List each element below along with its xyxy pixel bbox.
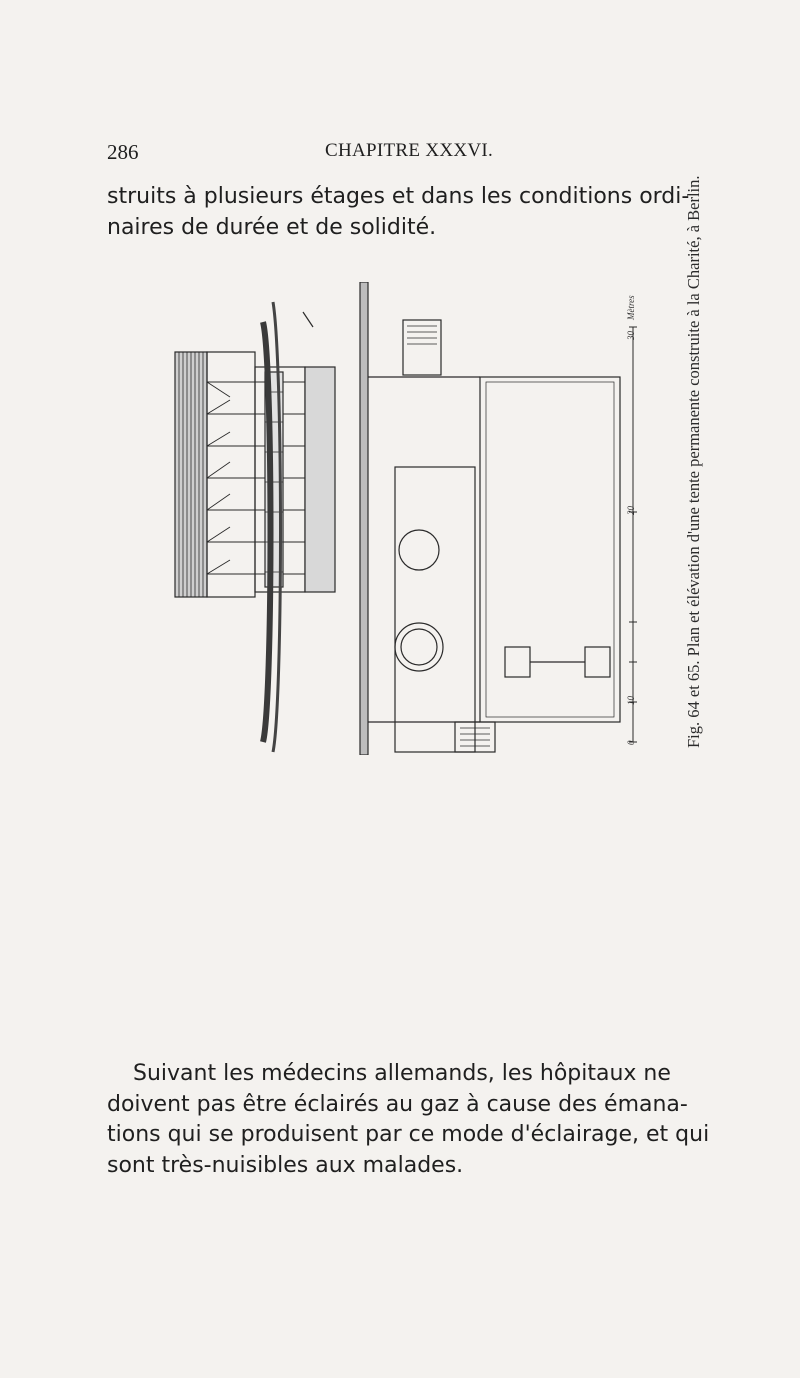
text-line: Suivant les médecins allemands, les hôpi… <box>133 1061 671 1086</box>
elevation-view <box>174 301 336 753</box>
plan-view <box>359 282 621 755</box>
text-line: tions qui se produisent par ce mode d'éc… <box>107 1122 710 1147</box>
body-text-top: struits à plusieurs étages et dans les c… <box>107 182 747 243</box>
figure-caption: Fig. 64 et 65. Plan et élévation d'une t… <box>684 175 703 748</box>
scale-label-30: 30 <box>626 331 636 340</box>
text-line: doivent pas être éclairés au gaz à cause… <box>107 1091 688 1117</box>
scale-label-10: 10 <box>626 696 636 705</box>
page-number: 286 <box>107 140 139 164</box>
text-line: struits à plusieurs étages et dans les c… <box>107 184 690 209</box>
scale-label-0: 0 <box>626 740 636 746</box>
text-line: sont très-nuisibles aux malades. <box>107 1152 464 1178</box>
scale-bar <box>629 326 637 743</box>
body-text-bottom: Suivant les médecins allemands, les hôpi… <box>107 1059 747 1181</box>
engraving-figure <box>155 282 695 755</box>
running-head: CHAPITRE XXXVI. <box>325 140 494 161</box>
scale-label-20: 20 <box>626 506 636 515</box>
text-line: naires de durée et de solidité. <box>107 214 437 240</box>
scale-unit: Mètres <box>626 295 636 320</box>
plan-and-elevation-drawing <box>174 282 637 755</box>
page-header: 286 CHAPITRE XXXVI. <box>0 140 800 170</box>
